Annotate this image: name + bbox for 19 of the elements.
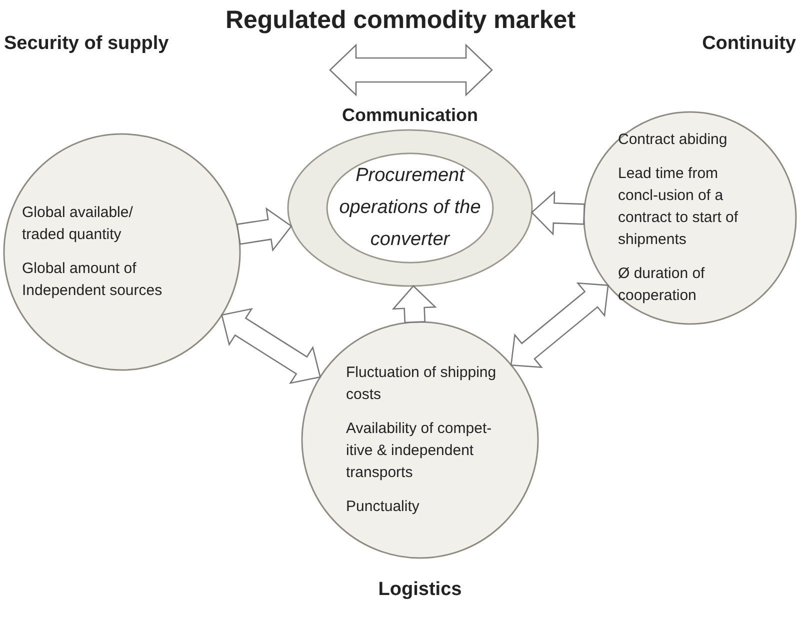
category-heading: Continuity: [702, 33, 796, 54]
criterion-text: Punctuality: [346, 497, 420, 517]
block-arrow: [510, 282, 609, 368]
block-arrow: [392, 285, 437, 324]
block-arrow: [221, 308, 321, 384]
criterion-text: Global available/ traded quantity: [22, 203, 134, 245]
category-heading: Logistics: [378, 578, 462, 600]
criterion-text: Contract abiding: [618, 130, 728, 150]
diagram-title: Regulated commodity market: [225, 6, 576, 34]
communication-label: Communication: [342, 105, 478, 125]
block-arrow: [236, 207, 292, 252]
criterion-text: Lead time from concl-usion of a contract to start of shipments: [618, 164, 740, 250]
center-label: Procurement operations of the converter: [338, 164, 482, 252]
block-arrow: [530, 190, 586, 236]
criterion-text: Ø duration of cooperation: [618, 264, 706, 306]
criterion-text: Availability of compet-itive & independent transports: [346, 419, 493, 483]
criterion-text: Global amount of Independent sources: [22, 259, 164, 301]
criterion-text: Fluctuation of shipping costs: [346, 363, 498, 405]
category-heading: Security of supply: [4, 33, 169, 54]
